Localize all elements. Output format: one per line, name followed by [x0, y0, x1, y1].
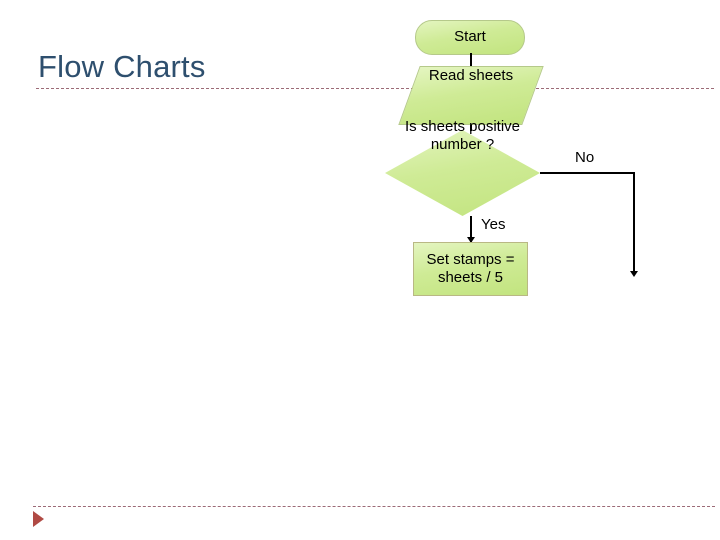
edge-label-no: No — [575, 149, 595, 166]
diamond-shape — [385, 130, 540, 216]
flow-node-decision[interactable]: Is sheets positive number ? — [385, 118, 540, 216]
arrowhead-no-icon — [630, 271, 638, 277]
play-triangle-icon[interactable] — [33, 511, 44, 527]
flow-node-start[interactable]: Start — [415, 20, 525, 55]
title-divider — [36, 88, 714, 89]
parallelogram-shape — [398, 66, 544, 125]
edge-label-yes: Yes — [481, 216, 506, 233]
connector-decision-no-vertical — [633, 172, 635, 275]
arrowhead-yes-icon — [467, 237, 475, 243]
connector-decision-yes — [470, 216, 472, 242]
connector-start-to-read — [470, 53, 472, 68]
flow-node-start-label: Start — [454, 28, 486, 45]
connector-read-to-decision — [470, 125, 472, 131]
flow-node-process-label: Set stamps = sheets / 5 — [426, 251, 515, 286]
flow-node-read[interactable]: Read sheets — [398, 66, 544, 125]
footer-divider — [33, 506, 715, 507]
page-title: Flow Charts — [38, 49, 206, 84]
flow-node-process[interactable]: Set stamps = sheets / 5 — [413, 242, 528, 296]
connector-decision-no-horizontal — [540, 172, 635, 174]
